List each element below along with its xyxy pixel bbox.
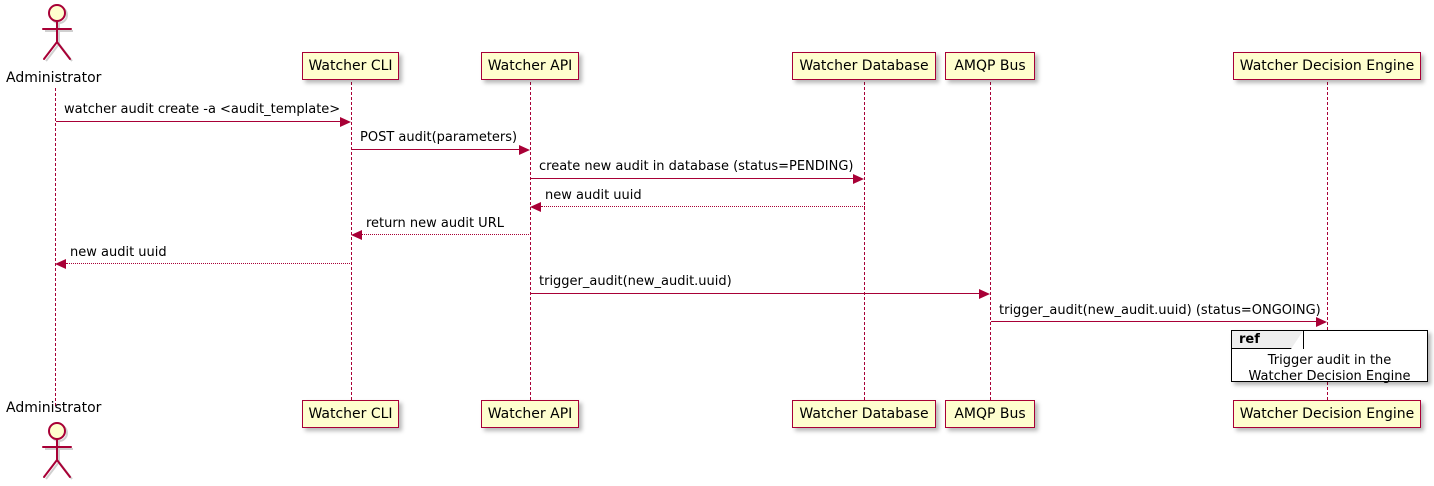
lifeline-administrator [55,88,56,406]
participant-label: Watcher Database [799,406,929,422]
participant-label: Watcher Decision Engine [1239,58,1415,74]
participant-label: Watcher API [487,58,573,74]
participant-label: Watcher CLI [308,406,393,422]
participant-watcher-database-top[interactable]: Watcher Database [792,52,936,80]
message-arrowhead-4 [351,230,362,240]
participant-watcher-decision-engine-top[interactable]: Watcher Decision Engine [1233,52,1421,80]
ref-fragment-keyword: ref [1239,332,1260,347]
ref-fragment-line-2: Watcher Decision Engine [1248,369,1411,384]
message-arrowhead-3 [530,202,541,212]
message-arrowhead-5 [55,259,66,269]
message-label-1: POST audit(parameters) [360,130,518,145]
message-line-0 [56,121,341,122]
message-arrowhead-7 [1316,317,1327,327]
lifeline-amqp-bus [990,82,991,400]
message-label-2: create new audit in database (status=PEN… [539,159,854,174]
message-label-3: new audit uuid [545,188,642,203]
actor-administrator-bottom-icon [42,422,73,480]
message-arrowhead-2 [853,174,864,184]
participant-amqp-bus-bottom[interactable]: AMQP Bus [945,400,1035,428]
ref-tab-corner-fold [1291,331,1303,349]
message-label-0: watcher audit create -a <audit_template> [64,102,341,117]
participant-label: AMQP Bus [954,58,1026,74]
message-arrowhead-1 [519,145,530,155]
message-label-4: return new audit URL [366,216,504,231]
actor-administrator-top-icon [42,4,73,62]
actor-administrator-top-label: Administrator [6,70,102,86]
participant-watcher-cli-top[interactable]: Watcher CLI [302,52,399,80]
ref-fragment-tab: ref [1232,331,1304,349]
participant-label: Watcher Database [799,58,929,74]
participant-label: Watcher API [487,406,573,422]
ref-fragment[interactable]: ref Trigger audit in the Watcher Decisio… [1231,330,1428,385]
participant-amqp-bus-top[interactable]: AMQP Bus [945,52,1035,80]
message-arrowhead-6 [979,289,990,299]
message-line-4 [362,234,531,235]
lifeline-watcher-cli [351,82,352,400]
lifeline-watcher-api [530,82,531,400]
message-label-7: trigger_audit(new_audit.uuid) (status=ON… [999,303,1321,318]
ref-fragment-body: Trigger audit in the Watcher Decision En… [1232,353,1427,385]
lifeline-watcher-database [864,82,865,400]
lifeline-watcher-decision-engine [1327,82,1328,400]
message-line-5 [66,263,352,264]
ref-fragment-line-1: Trigger audit in the [1267,353,1392,368]
message-line-3 [541,206,865,207]
participant-watcher-database-bottom[interactable]: Watcher Database [792,400,936,428]
message-label-6: trigger_audit(new_audit.uuid) [539,274,732,289]
message-arrowhead-0 [340,117,351,127]
participant-label: AMQP Bus [954,406,1026,422]
participant-watcher-api-bottom[interactable]: Watcher API [481,400,579,428]
message-line-2 [531,178,854,179]
message-line-7 [991,321,1317,322]
message-line-1 [352,149,520,150]
participant-label: Watcher CLI [308,58,393,74]
participant-watcher-api-top[interactable]: Watcher API [481,52,579,80]
participant-watcher-cli-bottom[interactable]: Watcher CLI [302,400,399,428]
actor-administrator-bottom-label: Administrator [6,400,102,416]
participant-label: Watcher Decision Engine [1239,406,1415,422]
participant-watcher-decision-engine-bottom[interactable]: Watcher Decision Engine [1233,400,1421,428]
message-line-6 [531,293,980,294]
message-label-5: new audit uuid [70,245,167,260]
